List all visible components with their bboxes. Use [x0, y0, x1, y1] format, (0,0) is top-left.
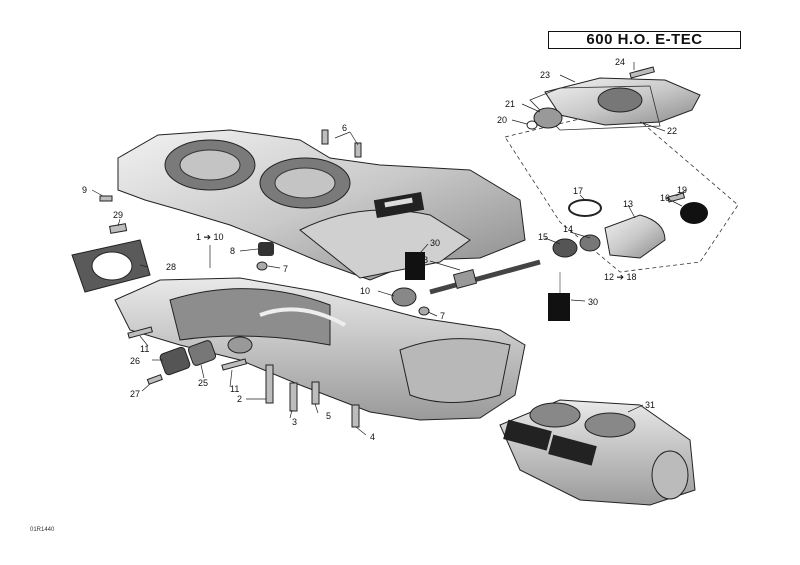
group-outline-12-18	[504, 107, 739, 273]
callout-8: 8	[230, 246, 235, 256]
callout-26: 26	[130, 356, 140, 366]
bearing-14	[579, 234, 601, 252]
callout-19: 19	[677, 185, 687, 195]
gasket-28	[71, 239, 151, 293]
callout-12-18: 12 ➔ 18	[604, 272, 637, 282]
block-30a	[405, 252, 425, 280]
engine-title: 600 H.O. E-TEC	[548, 31, 741, 49]
drawing-code: 01R1440	[30, 527, 55, 533]
callout-2: 2	[237, 394, 242, 404]
pump-cover-23	[529, 77, 701, 131]
callout-11b: 11	[230, 384, 239, 394]
callout-23: 23	[540, 70, 550, 80]
seal-16	[680, 202, 708, 224]
callout-14: 14	[563, 224, 573, 234]
callout-17: 17	[573, 186, 583, 196]
callout-labels: 24 23 21 20 22 6 9 29 1 ➔ 10 8 7 28 30 1…	[82, 57, 687, 442]
callout-25: 25	[198, 378, 208, 388]
o-ring-20	[526, 120, 538, 130]
callout-4: 4	[370, 432, 375, 442]
callout-27: 27	[130, 389, 140, 399]
plate-25	[187, 340, 217, 366]
upper-crankcase	[117, 129, 526, 281]
callout-21: 21	[505, 99, 515, 109]
bolts	[99, 66, 686, 428]
callout-13: 13	[623, 199, 633, 209]
callout-22: 22	[667, 126, 677, 136]
callout-7a: 7	[283, 264, 288, 274]
callout-11a: 11	[140, 344, 149, 354]
leader-lines	[91, 62, 687, 436]
lower-crankcase	[114, 277, 526, 421]
bearing-15	[552, 238, 578, 258]
callout-30a: 30	[430, 238, 440, 248]
callout-3: 3	[292, 417, 297, 427]
callout-30b: 30	[588, 297, 598, 307]
callout-6: 6	[342, 123, 347, 133]
ring-17	[568, 199, 602, 217]
callout-1-10: 1 ➔ 10	[196, 232, 224, 242]
callout-18: 18	[418, 255, 428, 265]
callout-5: 5	[326, 411, 331, 421]
washer-7a	[256, 261, 268, 271]
callout-28: 28	[166, 262, 176, 272]
callout-20: 20	[497, 115, 507, 125]
callout-7b: 7	[440, 311, 445, 321]
block-30b	[548, 293, 570, 321]
assembled-crankcase-31	[499, 399, 696, 506]
callout-9: 9	[82, 185, 87, 195]
callout-15: 15	[538, 232, 548, 242]
callout-29: 29	[113, 210, 123, 220]
washer-7b	[418, 306, 430, 316]
callout-24: 24	[615, 57, 625, 67]
callout-31: 31	[645, 400, 655, 410]
impeller-21	[533, 107, 563, 129]
callout-10: 10	[360, 286, 370, 296]
housing-13	[604, 214, 666, 259]
bearing-10	[391, 287, 417, 307]
plate-26	[159, 346, 191, 376]
seal-8	[258, 242, 274, 256]
shaft-18	[429, 259, 541, 295]
callout-16: 16	[660, 193, 670, 203]
